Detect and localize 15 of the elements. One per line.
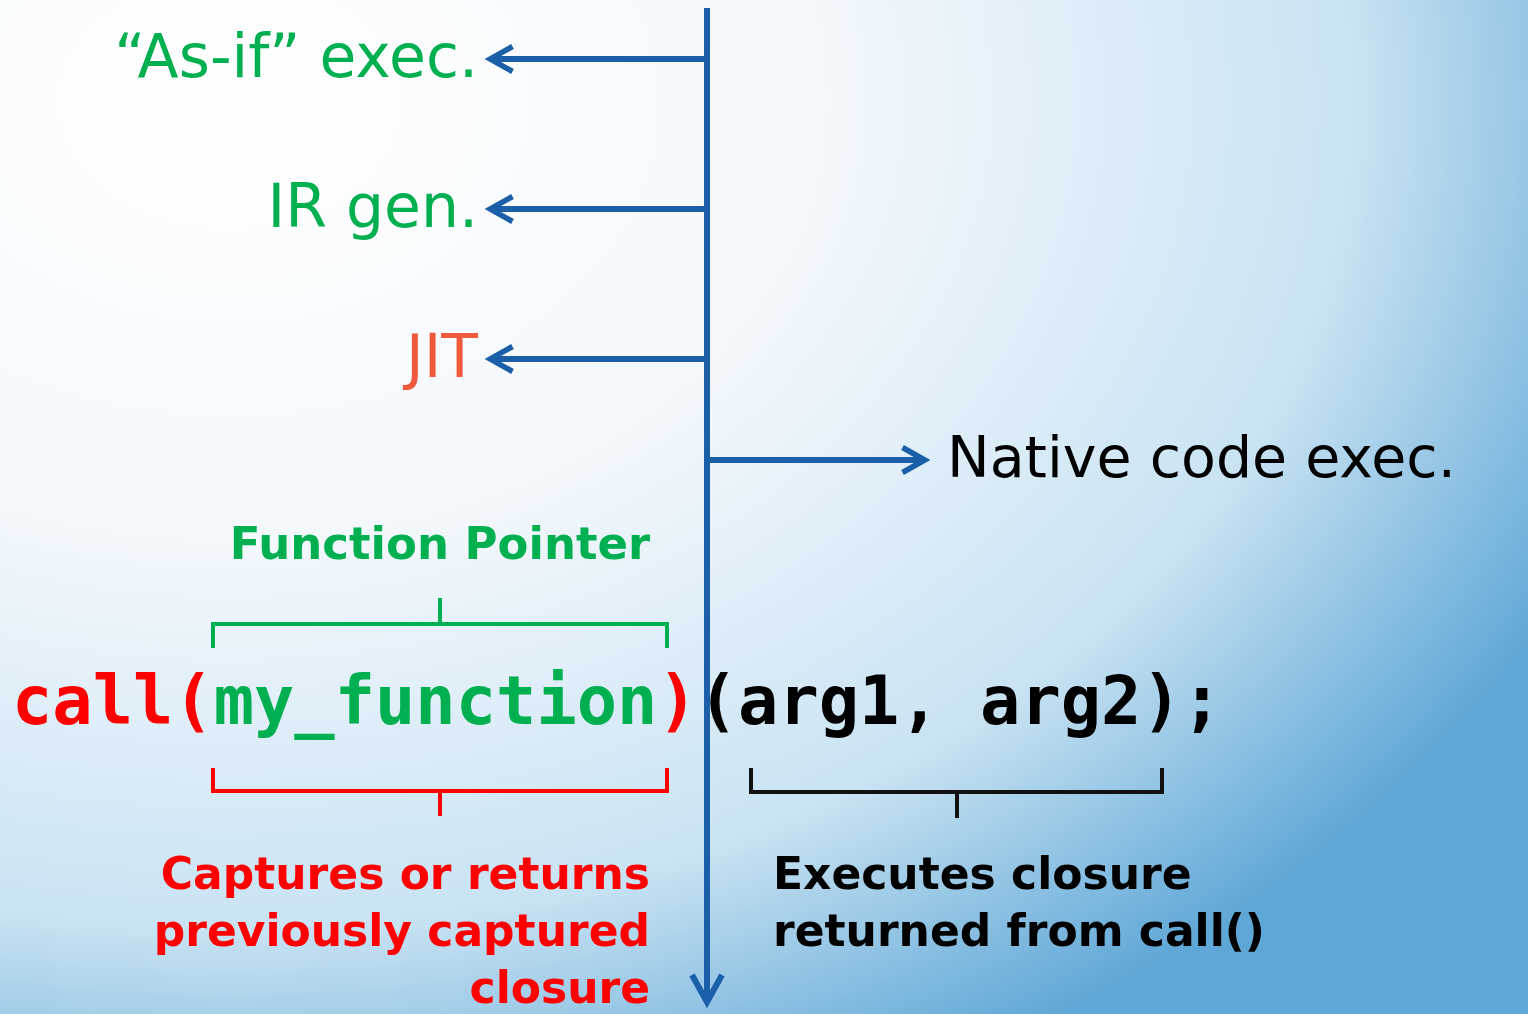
arrow bbox=[710, 444, 928, 476]
code-fragment: call( bbox=[12, 662, 214, 740]
stage-label: Native code exec. bbox=[947, 425, 1456, 491]
stage-label: IR gen. bbox=[267, 172, 478, 241]
arrow bbox=[487, 43, 704, 75]
code-fragment: my_function bbox=[213, 662, 658, 740]
arrow bbox=[487, 343, 704, 375]
annotation-text: Captures or returns previously captured closure bbox=[50, 845, 650, 1014]
stage-label: JIT bbox=[405, 322, 478, 391]
code-fragment: (arg1, arg2); bbox=[697, 662, 1223, 740]
stage-label: “As-if” exec. bbox=[114, 22, 478, 91]
arrow bbox=[487, 193, 704, 225]
code-fragment: ) bbox=[657, 662, 698, 740]
annotation-text: Executes closure returned from call() bbox=[773, 845, 1273, 960]
annotation-heading: Function Pointer bbox=[200, 518, 680, 570]
